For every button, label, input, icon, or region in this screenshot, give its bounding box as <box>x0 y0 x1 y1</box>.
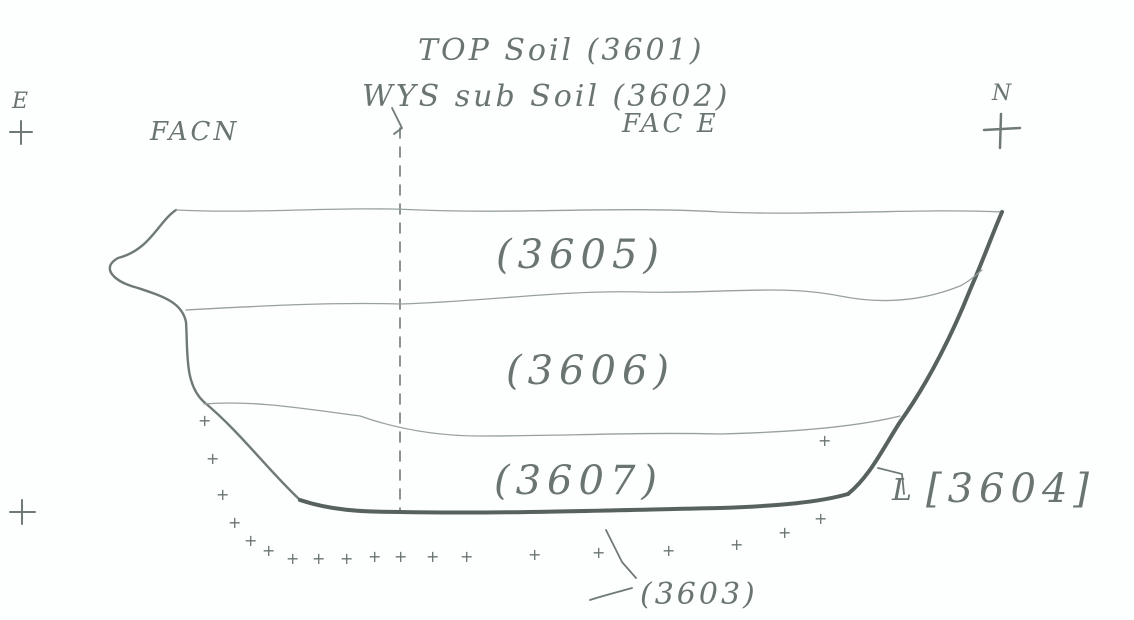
base-marker: + <box>730 535 743 554</box>
cut-label-3604: [3604] <box>926 466 1095 512</box>
face-north-label: FACN <box>149 117 239 147</box>
survey-cross-top-left <box>9 120 33 145</box>
base-marker: + <box>662 541 675 560</box>
base-marker: + <box>814 509 827 528</box>
base-marker: + <box>460 547 473 566</box>
base-markers: + + + + + + + + + + + + + + + + + + + + <box>198 411 831 568</box>
base-marker: + <box>206 449 219 468</box>
pit-outline-right-cut <box>846 210 1004 496</box>
base-marker: + <box>368 547 381 566</box>
base-marker: + <box>228 513 241 532</box>
context-label-3605: (3605) <box>496 232 665 278</box>
pit-outline-left <box>108 208 302 502</box>
top-soil-note: TOP Soil (3601) <box>418 33 704 68</box>
base-marker: + <box>528 545 541 564</box>
base-marker: + <box>592 543 605 562</box>
base-marker: + <box>244 531 257 550</box>
interface-3606-3607 <box>203 402 901 437</box>
base-marker: + <box>340 549 353 568</box>
subsoil-note: WYS sub Soil (3602) <box>362 79 730 114</box>
base-marker: + <box>312 549 325 568</box>
base-pointer-line <box>589 529 637 601</box>
context-label-3606: (3606) <box>506 348 675 394</box>
base-marker: + <box>426 547 439 566</box>
cut-pointer-mark: L <box>891 473 915 508</box>
compass-letter-right: N <box>991 81 1012 106</box>
base-marker: + <box>286 549 299 568</box>
ground-surface-line <box>175 208 1003 214</box>
context-label-3607: (3607) <box>494 458 663 504</box>
compass-letter-left: E <box>11 89 28 114</box>
base-marker: + <box>216 485 229 504</box>
base-marker: + <box>778 523 791 542</box>
cut-pointer-line <box>877 467 905 495</box>
pit-base-cut-line <box>298 492 850 515</box>
context-label-3603: (3603) <box>640 577 758 612</box>
base-marker: + <box>198 411 211 430</box>
subsoil-pointer-arrow <box>391 107 403 135</box>
face-east-label: FAC E <box>621 109 719 139</box>
base-marker: + <box>262 541 275 560</box>
base-marker: + <box>818 431 831 450</box>
survey-cross-top-right <box>982 112 1022 150</box>
survey-cross-bottom-left <box>9 499 36 525</box>
interface-3605-3606 <box>185 269 983 311</box>
base-marker: + <box>394 547 407 566</box>
